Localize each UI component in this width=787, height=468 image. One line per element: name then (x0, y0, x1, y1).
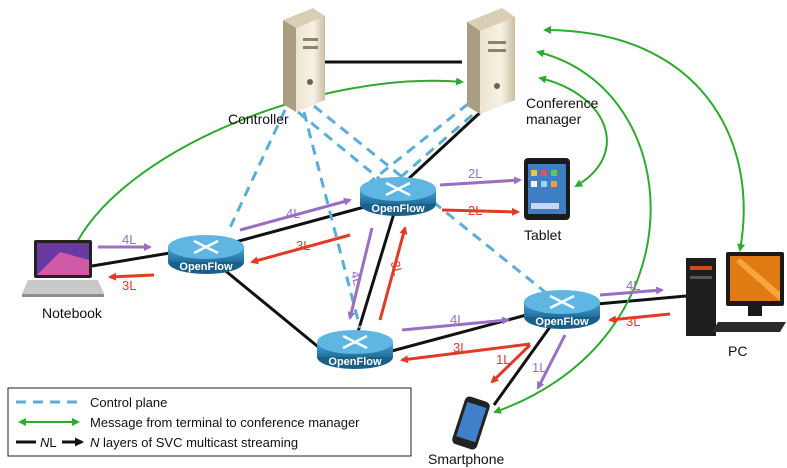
legend-streaming: N layers of SVC multicast streaming (90, 435, 298, 450)
link-left-bottom (221, 266, 323, 352)
switch-right-label: OpenFlow (535, 316, 589, 328)
label-top-to-tablet-red: 2L (468, 203, 482, 218)
switch-bottom-label: OpenFlow (328, 356, 382, 368)
label-top-to-left: 3L (296, 238, 310, 253)
tablet-label: Tablet (524, 227, 561, 243)
notebook-icon (22, 240, 104, 297)
link-right-pc (596, 294, 687, 306)
openflow-switch-bottom: OpenFlow (317, 330, 393, 369)
tablet-icon (524, 158, 570, 220)
switch-top-label: OpenFlow (371, 203, 425, 215)
smartphone-icon (452, 396, 490, 450)
label-bottom-to-top: 3L (388, 259, 406, 277)
pc-icon (686, 252, 786, 336)
label-pc-to-right: 3L (626, 314, 640, 329)
label-top-to-bottom: 4L (348, 269, 366, 287)
label-right-to-phone-red: 1L (496, 352, 510, 367)
label-left-to-top: 4L (286, 206, 300, 221)
arrow-labels: 4L 3L 4L 3L 2L 2L 4L 3L 4L 3L 4L 3L 1L 1… (122, 166, 640, 375)
legend-nl: NL (40, 435, 57, 450)
pc-label: PC (728, 343, 747, 359)
notebook-label: Notebook (42, 305, 103, 321)
switch-left-label: OpenFlow (179, 261, 233, 273)
conference-manager-label-line1: Conference (526, 95, 599, 111)
label-right-to-pc: 4L (626, 278, 640, 293)
legend-control-plane: Control plane (90, 395, 167, 410)
label-top-to-tablet-purple: 2L (468, 166, 482, 181)
legend-message: Message from terminal to conference mana… (90, 415, 360, 430)
smartphone-label: Smartphone (428, 451, 504, 467)
message-arrows (71, 26, 746, 414)
openflow-switch-top: OpenFlow (360, 177, 436, 216)
controller-label: Controller (228, 111, 289, 127)
control-plane-links (226, 102, 551, 329)
openflow-switch-right: OpenFlow (524, 290, 600, 329)
legend: Control plane Message from terminal to c… (7, 387, 412, 457)
label-right-to-bottom: 3L (453, 340, 467, 355)
label-right-to-phone-purple: 1L (532, 360, 546, 375)
label-bottom-to-right: 4L (450, 312, 464, 327)
label-notebook-out: 3L (122, 278, 136, 293)
conference-manager-server-icon (467, 8, 515, 114)
openflow-switch-left: OpenFlow (168, 235, 244, 274)
conference-manager-label-line2: manager (526, 111, 582, 127)
controller-server-icon (283, 8, 325, 112)
label-notebook-in: 4L (122, 232, 136, 247)
streaming-arrows (98, 176, 671, 390)
